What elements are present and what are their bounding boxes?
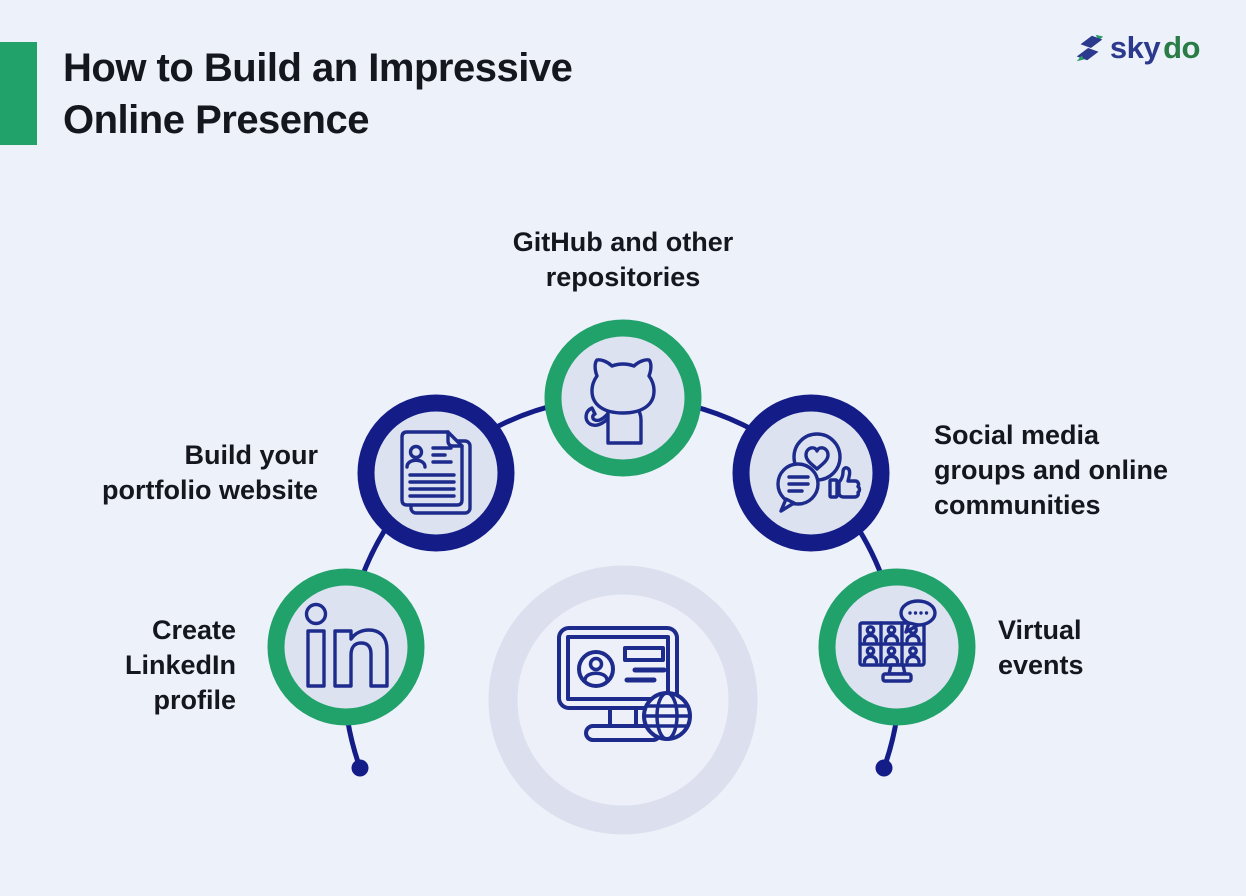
- github-octocat-icon: [584, 358, 656, 445]
- center-hub: [488, 565, 758, 835]
- label-build-portfolio-website: Build your portfolio website: [102, 440, 318, 506]
- video-conference-icon: [858, 599, 937, 683]
- resume-documents-icon: [400, 430, 472, 515]
- speech-bubble-icon: [899, 599, 937, 627]
- label-virtual-events: Virtual events: [998, 615, 1084, 681]
- logo-text-sky: sky: [1109, 30, 1161, 65]
- online-profile-monitor-globe-icon: [557, 626, 692, 742]
- label-create-linkedin-profile: Create LinkedIn profile: [124, 615, 236, 716]
- arc-end-dot-right: [875, 759, 893, 777]
- title-accent-bar: [0, 42, 37, 145]
- skydo-logo-icon: [1076, 34, 1104, 62]
- arc-end-dot-left: [351, 759, 369, 777]
- node-social-media-groups: [732, 394, 890, 552]
- logo-text-do: do: [1163, 30, 1200, 65]
- heart-icon: [804, 446, 830, 471]
- thumbs-up-icon: [828, 478, 839, 499]
- social-engagement-icon: [776, 432, 862, 513]
- node-build-portfolio-website: [357, 394, 515, 552]
- node-virtual-events: [818, 568, 976, 726]
- linkedin-icon: [304, 602, 389, 688]
- node-github-repositories: [544, 319, 702, 477]
- label-social-media-groups: Social media groups and online communiti…: [934, 420, 1168, 521]
- node-ring-green: [267, 568, 425, 726]
- label-github-repositories: GitHub and other repositories: [512, 227, 734, 293]
- page-title: How to Build an Impressive Online Presen…: [63, 46, 573, 142]
- node-create-linkedin-profile: [267, 568, 425, 726]
